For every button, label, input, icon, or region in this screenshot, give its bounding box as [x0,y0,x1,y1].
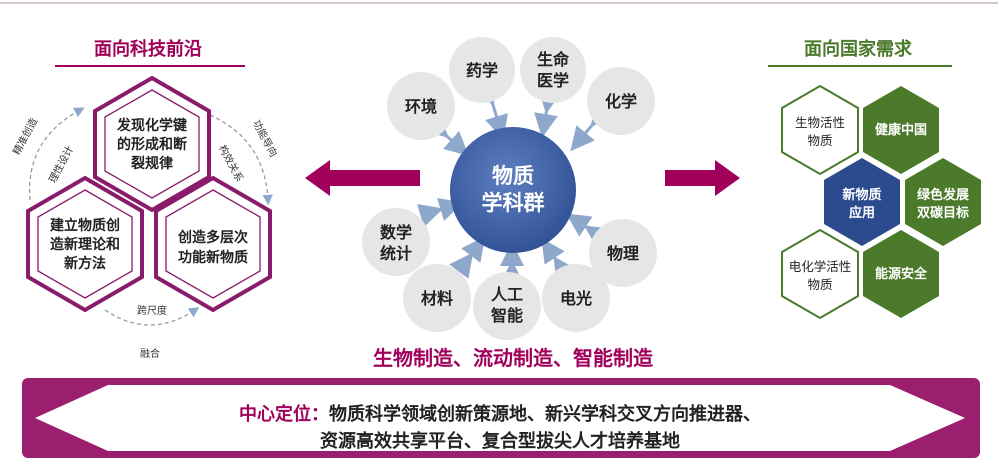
satellite-math-label-1: 数学 [380,223,412,242]
hex-green-line-2: 双碳目标 [917,205,969,221]
hex-bioactive-substances: 生物活性 物质 [781,84,859,176]
satellite-electro-optics-label: 电光 [560,289,592,308]
hex-newmat-line-1: 新物质 [842,187,881,203]
left-panel-title: 面向科技前沿 [94,38,202,60]
hexagon-discover-bonds: 发现化学键 的形成和断 裂规律 [93,75,211,213]
hex-right-line-1: 创造多层次 [177,229,248,246]
satellite-environment: 环境 [387,72,455,140]
hex-left-line-2: 造新理论和 [50,236,120,253]
hex-bio-line-2: 物质 [807,133,832,148]
hex-bio-line-1: 生物活性 [795,115,845,130]
hex-new-material-application: 新物质 应用 [824,158,900,246]
hex-top-line-3: 裂规律 [130,155,173,172]
right-panel-title: 面向国家需求 [804,38,913,60]
hub-material-disciplines: 物质 学科群 [450,127,576,253]
hex-electro-line-2: 物质 [807,277,832,292]
banner-text-line-1: 中心定位：物质科学领域创新策源地、新兴学科交叉方向推进器、 [100,402,900,428]
label-rational-design: 理性设计 [46,144,76,185]
satellite-ai-label-1: 人工 [491,285,523,304]
hub-line-2: 学科群 [482,191,545,215]
hex-newmat-line-2: 应用 [849,205,875,221]
hexagon-create-matter: 创造多层次 功能新物质 [154,175,272,313]
hex-green-carbon: 绿色发展 双碳目标 [905,158,981,246]
hex-electro-line-1: 电化学活性 [789,259,852,274]
banner-line-1: 物质科学领域创新策源地、新兴学科交叉方向推进器、 [329,404,761,425]
satellite-math-label-2: 统计 [380,244,412,263]
right-panel: 面向国家需求 生物活性 物质 健康中国 新物质 应用 绿色发展 双碳目标 电化学… [768,38,981,320]
label-precise-creation: 精准创造 [10,116,40,157]
satellite-life-label-1: 生命 [537,50,570,69]
hex-green-line-1: 绿色发展 [917,187,970,203]
satellite-physics-label: 物理 [607,244,639,263]
label-cross-scale: 跨尺度 [137,304,167,317]
left-pointing-arrow [305,160,420,196]
hex-electrochemical-substances: 电化学活性 物质 [781,228,859,320]
hex-left-line-1: 建立物质创 [50,217,120,234]
satellite-life-medicine: 生命 医学 [520,37,586,103]
satellite-pharmacy: 药学 [449,37,515,103]
banner-label: 中心定位： [239,404,329,425]
connector-arrows [417,80,615,284]
satellite-electro-optics: 电光 [542,264,610,332]
center-cluster: 物质 学科群 环境 药学 生命 医学 化学 数学 统计 物理 [362,37,657,370]
hex-top-line-2: 的形成和断 [117,136,187,153]
hex-right-line-2: 功能新物质 [178,249,248,266]
hex-top-line-1: 发现化学键 [116,117,188,134]
hex-health-label: 健康中国 [875,122,927,138]
label-structure-activity: 构效关系 [216,143,246,184]
satellite-materials-label: 材料 [421,289,453,308]
hex-energy-security: 能源安全 [863,230,939,318]
satellite-ai: 人工 智能 [473,272,541,340]
bottom-banner [22,378,980,458]
hub-line-1: 物质 [492,164,534,188]
satellite-physics: 物理 [589,219,657,287]
bottom-cycle-arrow [104,307,200,326]
hex-energy-label: 能源安全 [875,266,928,282]
satellite-materials: 材料 [403,264,471,332]
hex-healthy-china: 健康中国 [863,86,939,174]
satellite-ai-label-2: 智能 [491,306,523,325]
hex-left-line-3: 新方法 [64,255,106,272]
satellite-chemistry: 化学 [587,67,655,135]
banner-line-2: 资源高效共享平台、复合型拔尖人才培养基地 [320,431,680,452]
label-fusion: 融合 [140,347,160,360]
hexagon-establish-theory: 建立物质创 造新理论和 新方法 [26,175,144,313]
satellite-math-statistics: 数学 统计 [362,208,430,276]
satellite-life-label-2: 医学 [537,71,569,90]
satellite-environment-label: 环境 [405,97,437,116]
left-panel: 面向科技前沿 发现化学键 的形成和断 裂规律 建立物质创 造新理论和 新方法 创… [10,38,280,360]
satellite-pharmacy-label: 药学 [466,61,498,80]
satellite-chemistry-label: 化学 [605,92,637,111]
right-pointing-arrow [665,160,740,196]
banner-text-line-2: 资源高效共享平台、复合型拔尖人才培养基地 [100,429,900,455]
manufacturing-line: 生物制造、流动制造、智能制造 [373,346,654,370]
